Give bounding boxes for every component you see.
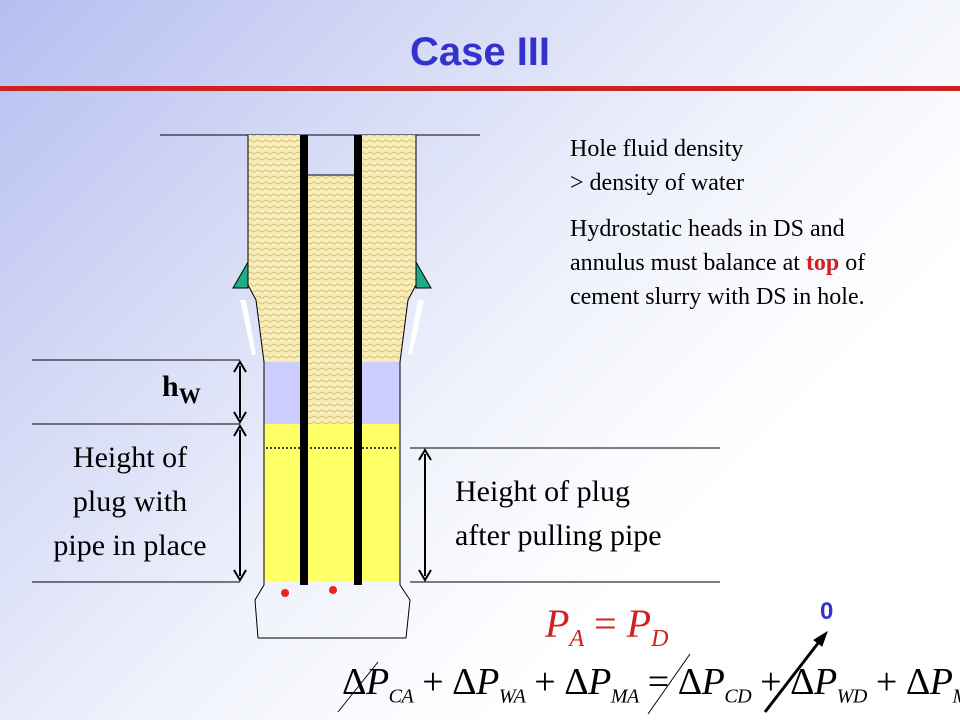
plug-with-pipe-label: Height of plug with pipe in place xyxy=(30,436,230,568)
eq2-delta: Δ xyxy=(790,661,815,703)
eq2-plus: + xyxy=(422,661,444,703)
notes-line-2: > density of water xyxy=(570,170,745,196)
eq2-plus: + xyxy=(760,661,782,703)
eq2-delta: Δ xyxy=(677,661,702,703)
hw-label: hW xyxy=(162,370,201,409)
hole-wall-right xyxy=(399,284,417,639)
left-label-line-2: plug with xyxy=(72,485,188,518)
equation-pa-pd: PA = PD xyxy=(545,600,668,653)
slide-title: Case III xyxy=(409,30,551,74)
eq1-lhs-sub: A xyxy=(569,626,585,652)
casing-shoe-left xyxy=(232,260,249,289)
hw-main: h xyxy=(162,370,179,403)
cement-plug xyxy=(264,424,400,582)
water-spacer-right xyxy=(362,362,400,424)
notes-para-2-post: of cement slurry with DS in hole. xyxy=(570,250,866,310)
notes-highlight: top xyxy=(805,250,840,276)
eq1-rhs: P xyxy=(626,601,652,646)
water-spacer-left xyxy=(264,362,300,424)
left-label-line-1: Height of xyxy=(72,441,188,474)
eq2-sub: WA xyxy=(498,685,526,708)
openhole-fluid-left xyxy=(248,285,300,362)
notes-para-1: Hole fluid density > density of water xyxy=(570,132,910,200)
casing-shoe-right xyxy=(415,260,432,289)
hw-dimension-arrow xyxy=(233,360,247,424)
notes-para-2: Hydrostatic heads in DS and annulus must… xyxy=(570,212,910,314)
eq2-sub: WD xyxy=(836,685,868,708)
zero-arrow xyxy=(763,630,828,713)
plug-after-pulling-arrow xyxy=(418,448,432,582)
drillpipe-wall-right xyxy=(354,135,362,585)
eq2-p: P xyxy=(476,661,499,703)
eq1-rhs-sub: D xyxy=(651,626,669,652)
eq2-sub: MA xyxy=(610,685,639,708)
eq1-lhs: P xyxy=(545,601,570,646)
equation-pressure-balance: ΔPCA + ΔPWA + ΔPMA = ΔPCD + ΔPWD + ΔPMD xyxy=(342,660,960,709)
marker-dot xyxy=(281,589,289,597)
eq2-p: P xyxy=(365,661,389,703)
plug-after-pulling-label: Height of plug after pulling pipe xyxy=(455,470,662,558)
right-label-line-2: after pulling pipe xyxy=(455,519,662,552)
eq2-p: P xyxy=(701,661,725,703)
notes-para-2-pre: Hydrostatic heads in DS and annulus must… xyxy=(570,216,845,276)
eq2-delta: Δ xyxy=(452,661,477,703)
openhole-fluid-right xyxy=(362,285,416,362)
notes-line-1: Hole fluid density xyxy=(570,136,744,162)
annulus-fluid-right xyxy=(362,135,416,285)
eq2-equals: = xyxy=(647,661,669,703)
notes-text: Hole fluid density > density of water Hy… xyxy=(570,132,910,326)
eq2-plus: + xyxy=(534,661,556,703)
eq2-plus: + xyxy=(875,661,897,703)
eq2-sub: CA xyxy=(388,685,414,708)
marker-dot xyxy=(329,586,337,594)
strike-cd xyxy=(647,653,691,715)
right-label-line-1: Height of plug xyxy=(455,475,630,508)
left-label-line-3: pipe in place xyxy=(53,529,207,562)
zero-label: 0 xyxy=(820,598,834,625)
title-underline xyxy=(0,86,960,91)
strike-ca xyxy=(337,661,379,713)
eq2-delta: Δ xyxy=(905,661,930,703)
drillpipe-wall-left xyxy=(300,135,308,585)
pipe-fluid xyxy=(308,175,354,425)
hw-subscript: W xyxy=(178,383,201,408)
eq2-sub: MD xyxy=(952,686,960,708)
eq2-p: P xyxy=(929,661,953,703)
eq2-delta: Δ xyxy=(564,661,589,703)
eq2-delta: Δ xyxy=(342,661,366,703)
eq2-p: P xyxy=(814,661,837,703)
eq2-p: P xyxy=(588,661,611,703)
eq1-op: = xyxy=(594,601,617,646)
hole-wall-left xyxy=(247,284,265,639)
plug-with-pipe-arrow xyxy=(233,424,247,582)
eq2-sub: CD xyxy=(724,685,752,708)
annulus-fluid-left xyxy=(248,135,300,285)
